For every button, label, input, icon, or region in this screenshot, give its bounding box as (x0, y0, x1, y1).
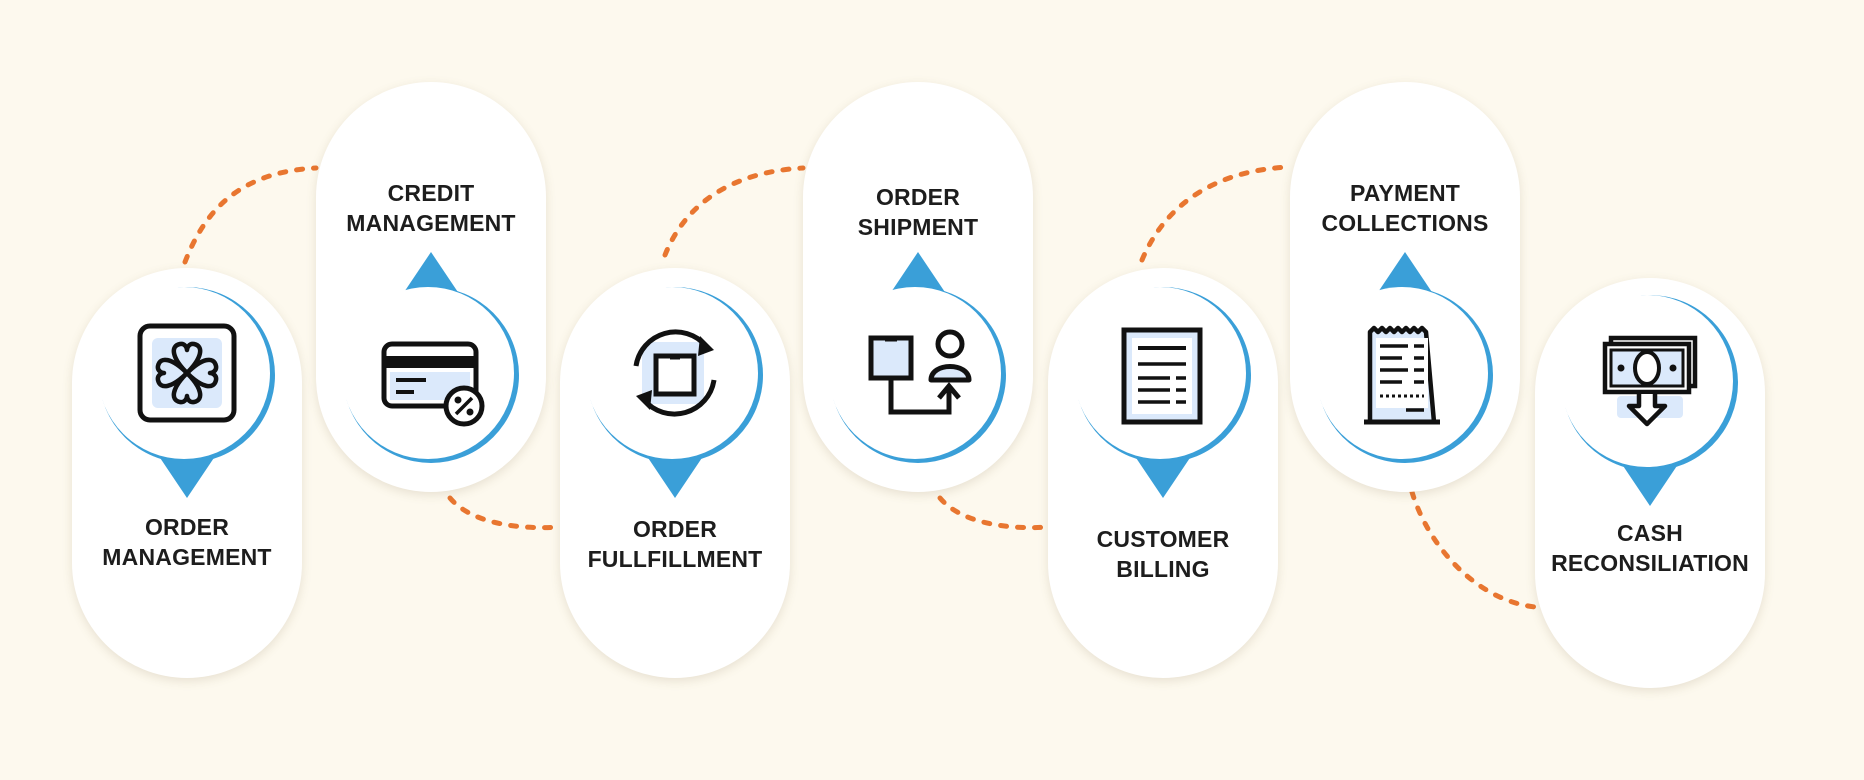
money-down-icon (1602, 335, 1698, 427)
pin-order-management (98, 287, 275, 498)
clover-icon (137, 323, 237, 423)
package-delivery-icon (868, 329, 972, 415)
pin-order-fullfillment (586, 287, 763, 498)
connector-1-2 (182, 165, 319, 265)
refresh-box-icon (633, 329, 717, 417)
connector-4-5 (937, 495, 1051, 531)
pin-credit-management (342, 252, 519, 463)
connector-6-7 (1409, 489, 1538, 610)
connector-3-4 (662, 165, 806, 258)
invoice-icon (1121, 327, 1203, 425)
pin-customer-billing (1074, 287, 1251, 498)
pin-payment-collections (1316, 252, 1493, 463)
credit-card-icon (381, 341, 485, 427)
receipt-icon (1364, 325, 1440, 425)
connector-5-6 (1139, 164, 1293, 263)
connector-2-3 (447, 495, 563, 531)
pin-cash-reconsiliation (1561, 295, 1738, 506)
pin-order-shipment (829, 252, 1006, 463)
